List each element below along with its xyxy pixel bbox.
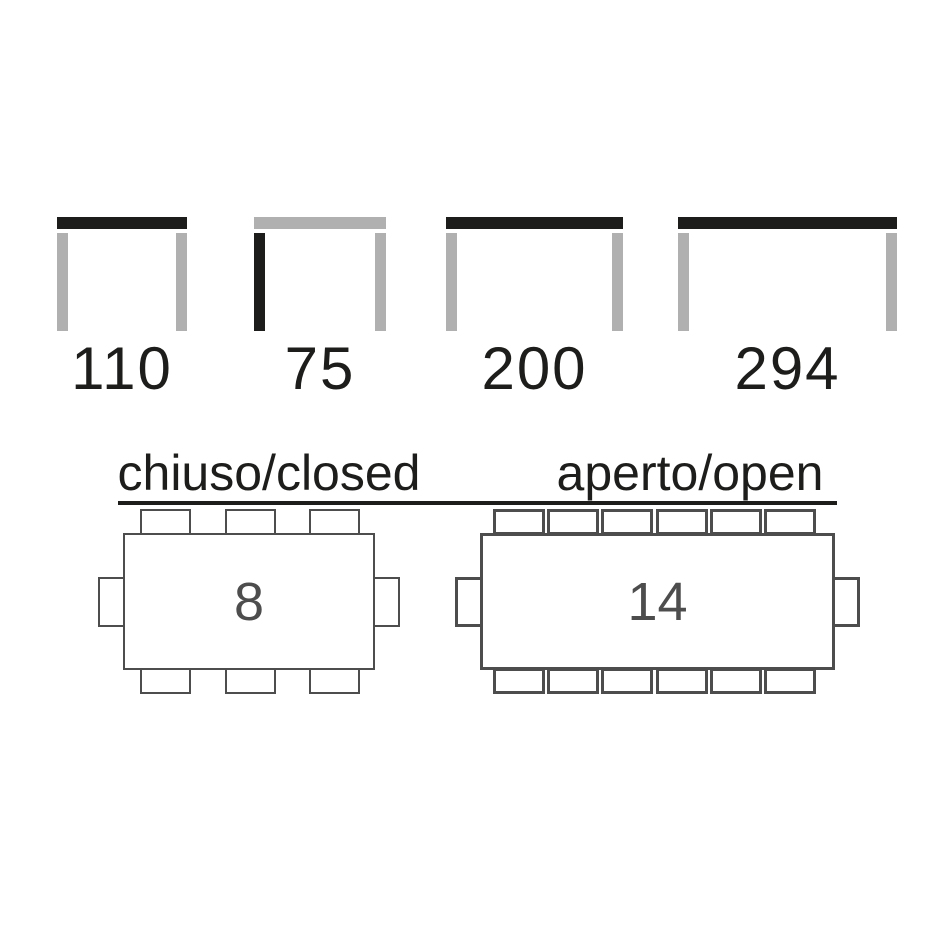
table-leg-left-icon [678, 233, 689, 331]
chair-row-top [123, 509, 375, 535]
table-leg-right-icon [612, 233, 623, 331]
chair-col-right [832, 576, 860, 627]
tabletop-bar-icon [57, 217, 187, 229]
dimension-value: 75 [284, 335, 356, 402]
chair [655, 509, 708, 535]
dimension-value: 294 [734, 335, 841, 402]
tabletop-bar-icon [446, 217, 623, 229]
chair [98, 576, 126, 627]
dimension-value: 110 [71, 335, 173, 402]
chair [224, 668, 276, 694]
section-underline [118, 501, 837, 505]
table-leg-left-icon [446, 233, 457, 331]
chair [601, 509, 654, 535]
table-leg-right-icon [375, 233, 386, 331]
chair [224, 509, 276, 535]
table-leg-left-icon [254, 233, 265, 331]
chair [493, 509, 545, 535]
chair-row-top [480, 509, 835, 535]
chair [709, 509, 762, 535]
tabletop-bar-icon [254, 217, 386, 229]
seating-plan-open: 14 [455, 509, 860, 694]
seat-count-closed: 8 [233, 571, 265, 632]
chair [763, 509, 816, 535]
chair [140, 668, 191, 694]
open-section-label: aperto/open [556, 445, 824, 501]
tabletop-bar-icon [678, 217, 897, 229]
chair [709, 668, 762, 694]
chair [455, 576, 483, 627]
table-leg-right-icon [176, 233, 187, 331]
seating-plan-closed: 8 [98, 509, 400, 694]
table-leg-left-icon [57, 233, 68, 331]
chair-col-left [455, 576, 483, 627]
chair [601, 668, 654, 694]
chair [655, 668, 708, 694]
chair [309, 509, 360, 535]
chair [547, 509, 600, 535]
chair [493, 668, 545, 694]
dimension-value: 200 [481, 335, 588, 402]
tabletop-closed: 8 [123, 533, 375, 670]
chair [763, 668, 816, 694]
chair [547, 668, 600, 694]
chair-row-bottom [123, 668, 375, 694]
chair [309, 668, 360, 694]
seat-count-open: 14 [627, 571, 688, 632]
chair [372, 576, 400, 627]
chair [832, 576, 860, 627]
chair-col-left [98, 576, 126, 627]
chair [140, 509, 191, 535]
tabletop-open: 14 [480, 533, 835, 670]
table-leg-right-icon [886, 233, 897, 331]
closed-section-label: chiuso/closed [117, 445, 421, 501]
chair-col-right [372, 576, 400, 627]
chair-row-bottom [480, 668, 835, 694]
